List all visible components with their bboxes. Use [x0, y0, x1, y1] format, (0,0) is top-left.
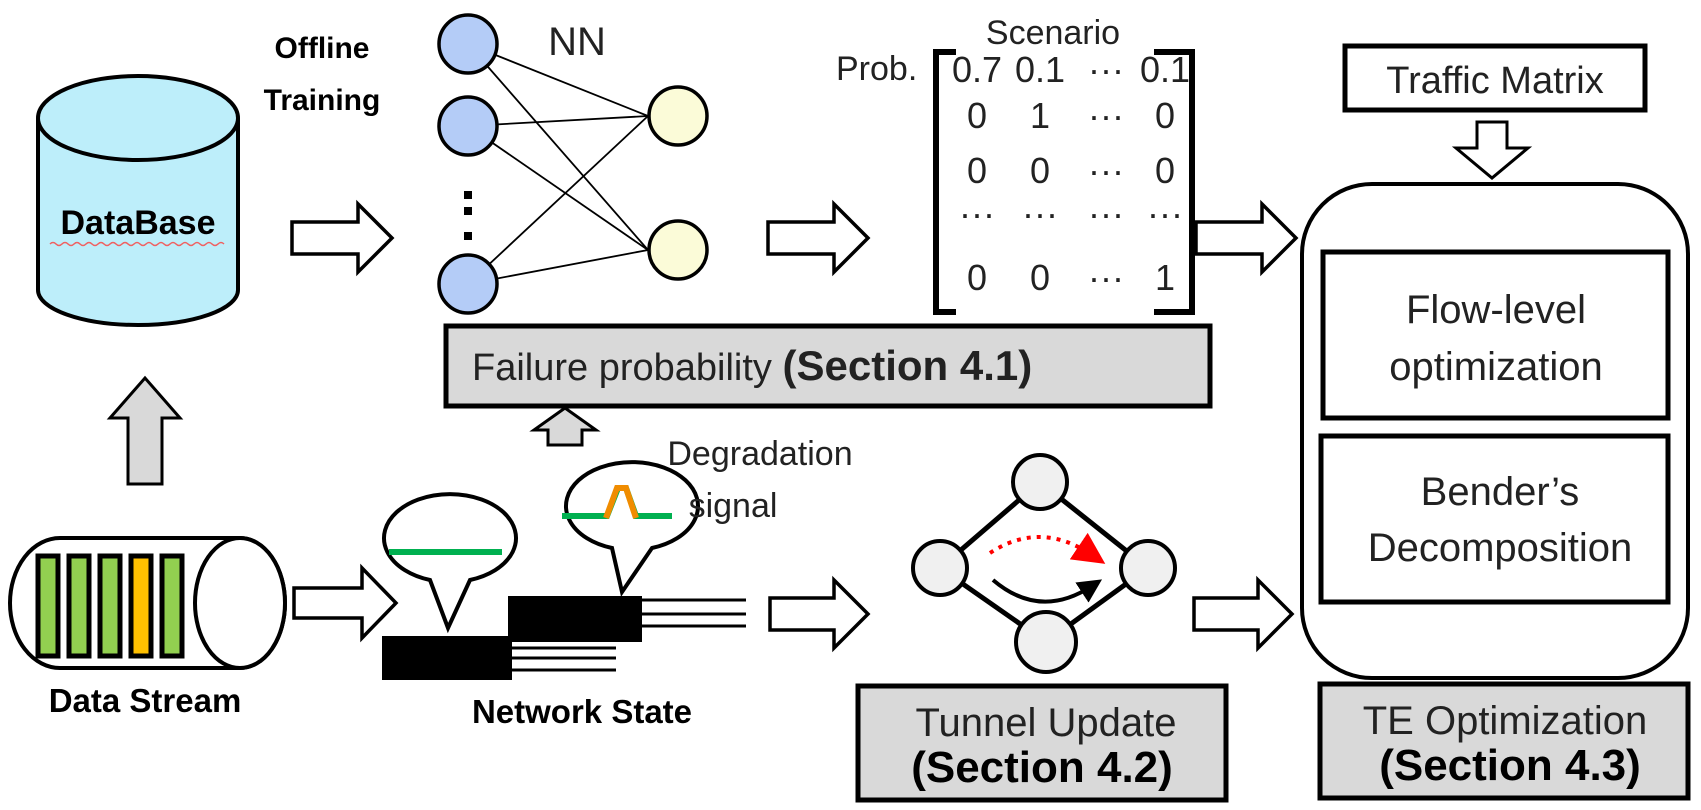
flow-level-line1: Flow-level — [1406, 288, 1586, 332]
offline-training-label-line2: Training — [264, 84, 381, 117]
database-icon — [36, 74, 240, 327]
arrow-up-icon — [106, 375, 184, 486]
matrix-cell: 0 — [967, 257, 987, 298]
normal-signal-bubble — [382, 492, 518, 634]
tunnel-update-box — [855, 683, 1229, 803]
matrix-right-bracket — [1154, 49, 1195, 315]
database-body — [36, 118, 240, 327]
te-optimization-section: (Section 4.3) — [1379, 741, 1641, 790]
network-state-label: Network State — [472, 693, 692, 730]
matrix-cell: 0 — [967, 95, 987, 136]
arrow-right-icon — [290, 199, 395, 277]
matrix-cell: ··· — [1022, 193, 1058, 234]
matrix-cell: 1 — [1030, 95, 1050, 136]
failure-probability-text: Failure probability — [472, 347, 782, 389]
tunnel-node — [1014, 610, 1078, 674]
matrix-cell: 1 — [1155, 257, 1175, 298]
stream-bars — [35, 553, 185, 659]
matrix-cell: ··· — [1088, 150, 1124, 191]
flow-level-line2: optimization — [1389, 345, 1602, 389]
offline-training-label-line1: Offline — [275, 32, 370, 65]
stream-packet — [97, 553, 123, 659]
matrix-cell: 0 — [1030, 150, 1050, 191]
matrix-row-label: Prob. — [836, 50, 917, 88]
nn-input-node — [437, 13, 499, 75]
matrix-cell: ··· — [1088, 49, 1124, 90]
matrix-left-bracket — [933, 49, 956, 315]
matrix-cell: 0 — [1155, 150, 1175, 191]
nn-output-node — [647, 219, 709, 281]
failure-probability-box — [443, 323, 1213, 409]
tunnel-node — [911, 539, 969, 597]
matrix-column-label: Scenario — [986, 14, 1120, 52]
degradation-label-line2: signal — [689, 487, 778, 525]
matrix-cell: ··· — [1088, 193, 1124, 234]
arrow-right-icon — [1192, 575, 1295, 653]
nn-input-node — [437, 95, 499, 157]
nn-input-node — [437, 253, 499, 315]
old-tunnel-path — [991, 578, 1103, 604]
spellcheck-underline — [49, 241, 225, 247]
te-optimization-box — [1317, 681, 1691, 801]
failure-probability-label: Failure probability (Section 4.1) — [472, 342, 1032, 389]
degradation-signal-bubble — [562, 460, 700, 597]
flow-level-box — [1320, 249, 1671, 421]
matrix-cell: ··· — [1147, 193, 1183, 234]
tunnel-update-section: (Section 4.2) — [911, 743, 1173, 792]
te-optimization-text: TE Optimization — [1363, 699, 1648, 743]
stream-packet — [66, 553, 92, 659]
traffic-matrix-label: Traffic Matrix — [1386, 60, 1603, 102]
benders-line1: Bender’s — [1421, 470, 1580, 514]
tunnel-node — [1011, 453, 1069, 511]
matrix-cell: 0 — [1155, 95, 1175, 136]
stream-packet — [35, 553, 61, 659]
matrix-cell: ··· — [959, 193, 995, 234]
stream-packet — [159, 553, 185, 659]
failure-probability-section: (Section 4.1) — [782, 342, 1032, 389]
matrix-cell: 0.7 — [952, 49, 1002, 90]
arrow-up-icon — [529, 406, 601, 447]
nn-ellipsis-icon — [464, 191, 472, 240]
tunnel-update-text: Tunnel Update — [916, 701, 1177, 745]
tunnel-graph-icon — [911, 453, 1177, 674]
arrow-right-icon — [292, 563, 399, 643]
arrow-right-icon — [768, 575, 871, 653]
traffic-matrix-box — [1342, 43, 1648, 113]
matrix-cell: 0.1 — [1015, 49, 1065, 90]
pipe-end — [193, 536, 287, 670]
benders-box — [1318, 433, 1671, 605]
matrix-cell: 0 — [1030, 257, 1050, 298]
neural-network-icon — [437, 13, 709, 315]
benders-line2: Decomposition — [1368, 526, 1633, 570]
nn-output-node — [647, 85, 709, 147]
degradation-spike — [603, 485, 639, 520]
database-label: DataBase — [61, 204, 216, 242]
network-device-icon — [508, 596, 746, 642]
matrix-cell: ··· — [1088, 257, 1124, 298]
data-stream-label: Data Stream — [49, 682, 242, 719]
network-device-icon — [382, 636, 616, 680]
arrow-right-icon — [1194, 199, 1299, 277]
tunnel-node — [1119, 539, 1177, 597]
arrow-down-icon — [1451, 120, 1533, 180]
arrow-right-icon — [766, 199, 871, 277]
new-tunnel-path — [988, 532, 1106, 564]
database-top — [36, 74, 240, 162]
matrix-cell: 0 — [967, 150, 987, 191]
nn-label: NN — [548, 20, 606, 64]
data-stream-icon — [8, 536, 287, 670]
matrix-cell: 0.1 — [1140, 49, 1190, 90]
stream-packet — [128, 553, 154, 659]
matrix-cell: ··· — [1088, 95, 1124, 136]
degradation-label-line1: Degradation — [667, 435, 852, 473]
